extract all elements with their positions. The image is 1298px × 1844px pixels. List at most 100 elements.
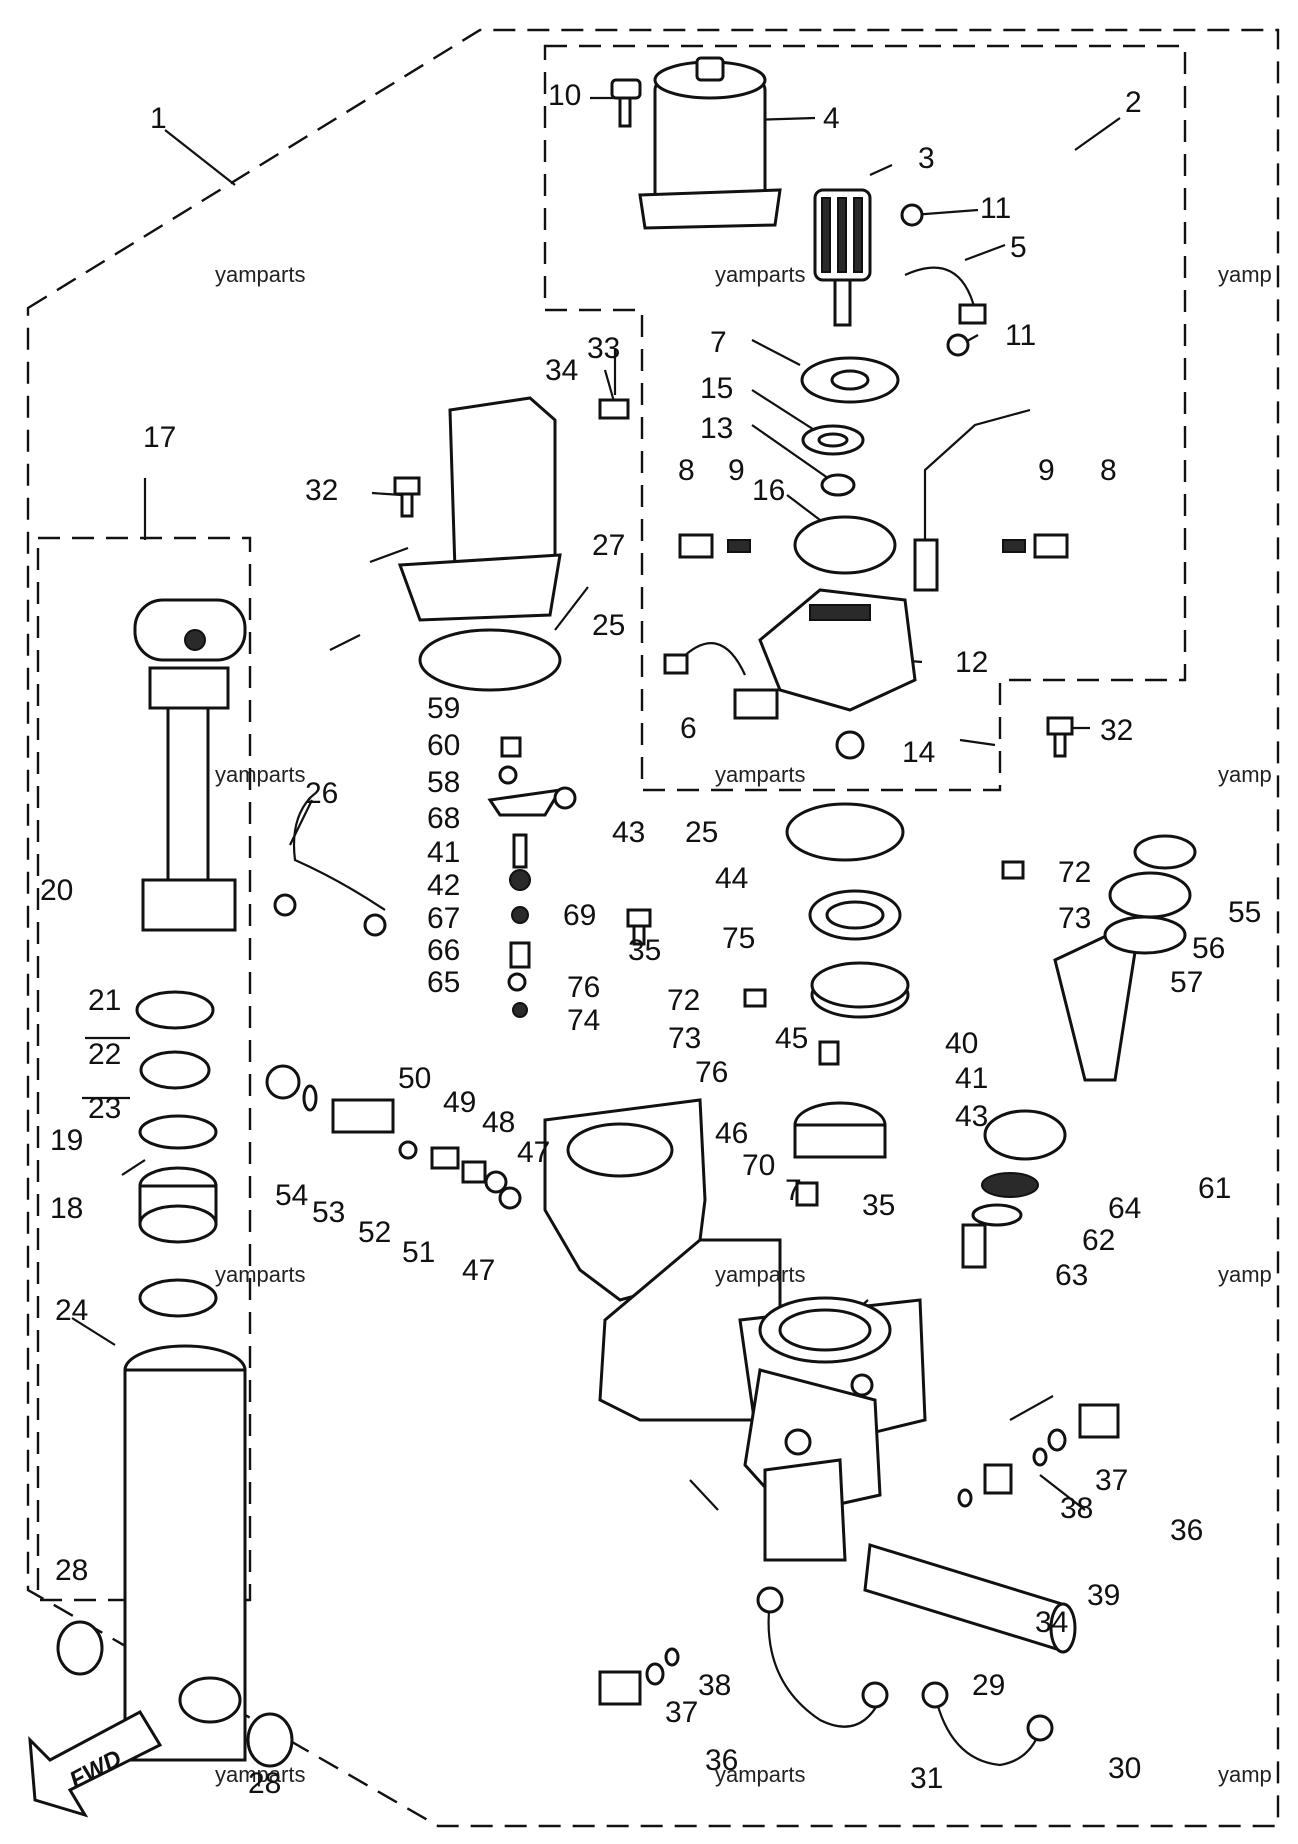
seal-13: [820, 473, 856, 497]
callout-31: 31: [910, 1762, 943, 1795]
o-ring-25: [418, 628, 905, 862]
callout-3: 3: [918, 142, 935, 175]
valve-36-right: [957, 1403, 1120, 1508]
callout-13: 13: [700, 412, 733, 445]
pump-46: [793, 1101, 887, 1159]
brush-lead-5: [904, 266, 987, 325]
callout-7: 7: [710, 326, 727, 359]
watermark: yamparts: [215, 1262, 305, 1287]
plug-63: [961, 1223, 987, 1269]
seal-64: [971, 1172, 1039, 1227]
valve-spool-52: [265, 1064, 522, 1210]
callout-55: 55: [1228, 896, 1261, 929]
nut-14: [835, 730, 865, 760]
motor-yoke: [638, 56, 782, 230]
callout-6: 6: [680, 712, 697, 745]
bolt-10: [610, 78, 642, 128]
callout-51: 51: [402, 1236, 435, 1269]
bushing-28: [56, 1620, 294, 1768]
watermark-cut: yamp: [1218, 762, 1272, 787]
callout-50: 50: [398, 1062, 431, 1095]
callout-43: 43: [955, 1100, 988, 1133]
callout-9: 9: [1038, 454, 1055, 487]
valve-70: [795, 1181, 819, 1207]
callout-21: 21: [88, 984, 121, 1017]
stator-cable: [913, 408, 1031, 592]
hose-26: [273, 797, 387, 937]
seal-21-22: [135, 990, 215, 1090]
callout-16: 16: [752, 474, 785, 507]
callout-35: 35: [628, 934, 661, 967]
callout-32: 32: [1100, 714, 1133, 747]
watermark-cut: yamp: [1218, 262, 1272, 287]
watermark: yamparts: [215, 262, 305, 287]
callout-53: 53: [312, 1196, 345, 1229]
callout-38: 38: [1060, 1492, 1093, 1525]
watermark: yamparts: [715, 1762, 805, 1787]
screw-11: [900, 203, 970, 357]
callout-47: 47: [517, 1136, 550, 1169]
callout-70: 70: [742, 1149, 775, 1182]
callout-32: 32: [305, 474, 338, 507]
callout-49: 49: [443, 1086, 476, 1119]
callout-37: 37: [665, 1696, 698, 1729]
callout-45: 45: [775, 1022, 808, 1055]
callout-69: 69: [563, 899, 596, 932]
callout-10: 10: [548, 79, 581, 112]
callout-67: 67: [427, 902, 460, 935]
callout-59: 59: [427, 692, 460, 725]
callout-68: 68: [427, 802, 460, 835]
spring-9: [727, 539, 1026, 553]
callout-1: 1: [150, 102, 167, 135]
harness-6: [663, 642, 779, 720]
callout-60: 60: [427, 729, 460, 762]
ring-23: [138, 1114, 218, 1150]
hose-30: [921, 1681, 1054, 1767]
callout-24: 24: [55, 1294, 88, 1327]
fwd-arrow-icon: FWD: [28, 1710, 163, 1818]
callout-30: 30: [1108, 1752, 1141, 1785]
callout-72: 72: [1058, 856, 1091, 889]
callout-65: 65: [427, 966, 460, 999]
screw-72: [743, 860, 1025, 1008]
callout-48: 48: [482, 1106, 515, 1139]
callout-76: 76: [567, 971, 600, 1004]
valve-45: [818, 1040, 840, 1066]
callout-36: 36: [1170, 1514, 1203, 1547]
callout-11: 11: [980, 192, 1011, 225]
watermark: yamparts: [715, 262, 805, 287]
manual-valve-61: [983, 917, 1142, 1161]
callout-25: 25: [685, 816, 718, 849]
callout-73: 73: [668, 1022, 701, 1055]
callout-12: 12: [955, 646, 988, 679]
spring-75: [810, 961, 910, 1019]
callout-41: 41: [955, 1062, 988, 1095]
bolt-33: [598, 398, 630, 420]
main-body: [543, 1098, 927, 1562]
callout-11: 11: [1005, 319, 1036, 352]
callout-73: 73: [1058, 902, 1091, 935]
gear-housing-44: [808, 889, 902, 941]
callout-64: 64: [1108, 1192, 1141, 1225]
callout-42: 42: [427, 869, 460, 902]
callout-33: 33: [587, 332, 620, 365]
callout-56: 56: [1192, 932, 1225, 965]
callout-22: 22: [88, 1038, 121, 1071]
watermark: yamparts: [715, 762, 805, 787]
callout-35: 35: [862, 1189, 895, 1222]
callout-57: 57: [1170, 966, 1203, 999]
callout-28: 28: [55, 1554, 88, 1587]
cylinder-24: [123, 1344, 247, 1762]
valve-stack: [487, 736, 577, 1018]
watermark-cut: yamp: [1218, 1762, 1272, 1787]
callout-43: 43: [612, 816, 645, 849]
callout-37: 37: [1095, 1464, 1128, 1497]
brush-8: [678, 533, 1069, 559]
callout-34: 34: [1035, 1606, 1068, 1639]
callout-39: 39: [1087, 1579, 1120, 1612]
callout-34: 34: [545, 354, 578, 387]
callout-41: 41: [427, 836, 460, 869]
cap-55: [1103, 834, 1197, 955]
